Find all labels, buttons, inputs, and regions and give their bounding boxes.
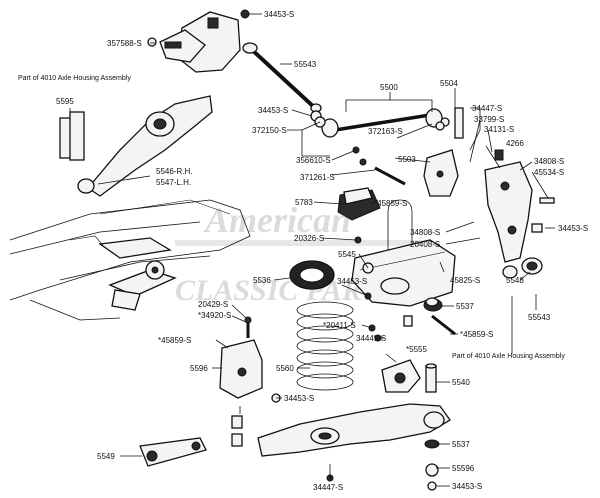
part-labels: 34453-S 357588-S Part of 4010 Axle Housi… bbox=[18, 10, 588, 492]
label-45825-s: 45825-S bbox=[450, 276, 480, 285]
link-bracket-5503 bbox=[423, 107, 464, 197]
label-5596: 5596 bbox=[190, 364, 208, 373]
label-55543: 55543 bbox=[294, 60, 317, 69]
leader-lines bbox=[69, 13, 555, 487]
label-34453-s-right: 34453-S bbox=[558, 224, 588, 233]
insulator-5783 bbox=[337, 187, 381, 221]
label-34920-s: *34920-S bbox=[198, 311, 231, 320]
label-5548: 5548 bbox=[506, 276, 524, 285]
label-372150-s: 372150-S bbox=[252, 126, 287, 135]
label-371261-s: 371261-S bbox=[300, 173, 335, 182]
label-5783: 5783 bbox=[295, 198, 313, 207]
label-5537-top: 5537 bbox=[456, 302, 474, 311]
watermark-line1: American bbox=[203, 200, 351, 240]
label-20408-s: 20408-S bbox=[410, 240, 440, 249]
label-34453-s-mid: 34453-S bbox=[258, 106, 288, 115]
label-5549: 5549 bbox=[97, 452, 115, 461]
note-axle-housing-top: Part of 4010 Axle Housing Assembly bbox=[18, 75, 131, 82]
label-5560: 5560 bbox=[276, 364, 294, 373]
label-372163-s: 372163-S bbox=[368, 127, 403, 136]
label-5503: 5503 bbox=[398, 155, 416, 164]
label-34453-s: 34453-S bbox=[264, 10, 294, 19]
label-34453-s-low: 34453-S bbox=[284, 394, 314, 403]
label-5536: 5536 bbox=[253, 276, 271, 285]
label-33799-s: 33799-S bbox=[474, 115, 504, 124]
rear-bracket-4266 bbox=[484, 149, 555, 263]
coil-spring-5560 bbox=[296, 301, 354, 391]
fasteners bbox=[244, 236, 456, 491]
label-5555: *5555 bbox=[406, 345, 427, 354]
label-5546-rh: 5546-R.H. bbox=[156, 167, 192, 176]
bracket-5555 bbox=[381, 359, 421, 393]
upper-link-assembly bbox=[310, 108, 450, 186]
label-34453-s-c: 34453-S bbox=[337, 277, 367, 286]
label-34808-s: 34808-S bbox=[534, 157, 564, 166]
label-55543-bot: 55543 bbox=[528, 313, 551, 322]
label-20326-s: 20326-S bbox=[294, 234, 324, 243]
label-45534-s: 45534-S bbox=[534, 168, 564, 177]
label-34447-s: 34447-S bbox=[472, 104, 502, 113]
label-34453-s-bot: 34453-S bbox=[452, 482, 482, 491]
label-4266: 4266 bbox=[506, 139, 524, 148]
label-34447-s-bot: 34447-S bbox=[313, 483, 343, 492]
link-5549 bbox=[139, 437, 207, 467]
sleeve-5540 bbox=[425, 363, 437, 393]
label-45859-s-a: *45859-S bbox=[374, 199, 407, 208]
frame-structure bbox=[9, 199, 251, 321]
bushing-5548 bbox=[502, 257, 543, 279]
label-356610-s: 356610-S bbox=[296, 156, 331, 165]
strut-rod-top bbox=[242, 42, 322, 113]
spring-seat-5536 bbox=[289, 260, 335, 290]
label-357588-s: 357588-S bbox=[107, 39, 142, 48]
watermark-stripe bbox=[175, 240, 425, 246]
label-45859-s-c: *45859-S bbox=[460, 330, 493, 339]
label-20429-s: 20429-S bbox=[198, 300, 228, 309]
label-5540: 5540 bbox=[452, 378, 470, 387]
upper-control-arm bbox=[59, 95, 213, 197]
label-45859-s-b: *45859-S bbox=[158, 336, 191, 345]
label-34808-s-b: 34808-S bbox=[410, 228, 440, 237]
label-5545: 5545 bbox=[338, 250, 356, 259]
label-5500: 5500 bbox=[380, 83, 398, 92]
bushing-5537 bbox=[424, 297, 440, 449]
label-20411-s: *20411-S bbox=[323, 321, 356, 330]
label-5537-bot: 5537 bbox=[452, 440, 470, 449]
lower-control-arm bbox=[231, 403, 451, 457]
label-5547-lh: 5547-L.H. bbox=[156, 178, 191, 187]
label-5504: 5504 bbox=[440, 79, 458, 88]
shock-mount-5596 bbox=[219, 339, 263, 399]
note-axle-housing-bottom: Part of 4010 Axle Housing Assembly bbox=[452, 353, 565, 360]
label-34131-s: 34131-S bbox=[484, 125, 514, 134]
label-5595: 5595 bbox=[56, 97, 74, 106]
upper-mount-bracket bbox=[147, 9, 250, 73]
label-34449-s: 34449-S bbox=[356, 334, 386, 343]
label-55596: 55596 bbox=[452, 464, 475, 473]
